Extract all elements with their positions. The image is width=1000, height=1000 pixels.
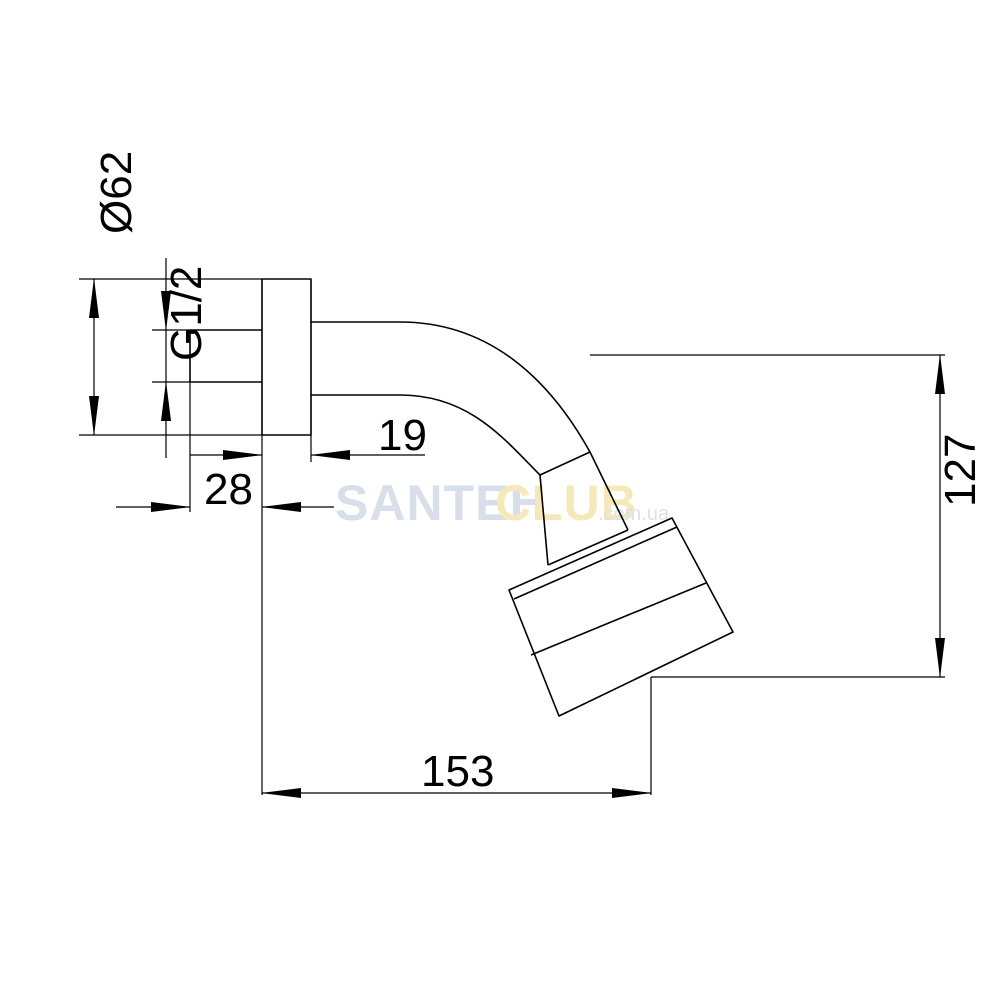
dim-total-reach: 153 <box>261 747 652 798</box>
dim-flange-depth-label: 19 <box>378 411 427 460</box>
extension-lines <box>79 278 945 795</box>
dim-height-drop-label: 127 <box>936 434 985 507</box>
shower-head-body <box>508 517 734 717</box>
dim-thread-length: 28 <box>116 465 334 514</box>
dim-flange-depth: 19 <box>190 411 427 460</box>
dim-height-drop: 127 <box>935 354 985 678</box>
dim-thread: G1/2 <box>161 258 211 458</box>
dim-thread-label: G1/2 <box>162 266 211 361</box>
dim-diameter-flange-label: Ø62 <box>92 151 141 234</box>
dim-diameter-flange: Ø62 <box>89 151 141 436</box>
watermark-text-right: CLUB <box>495 475 638 531</box>
watermark-text-left: SANTEH <box>335 475 547 531</box>
shower-head-outline <box>189 278 734 717</box>
wall-flange <box>261 278 312 436</box>
watermark: SANTEH CLUB .com.ua <box>335 475 670 531</box>
dim-total-reach-label: 153 <box>421 747 494 796</box>
watermark-domain: .com.ua <box>598 503 670 525</box>
dim-thread-length-label: 28 <box>204 465 253 514</box>
thread-stub <box>189 329 262 383</box>
shower-arm <box>311 321 629 566</box>
